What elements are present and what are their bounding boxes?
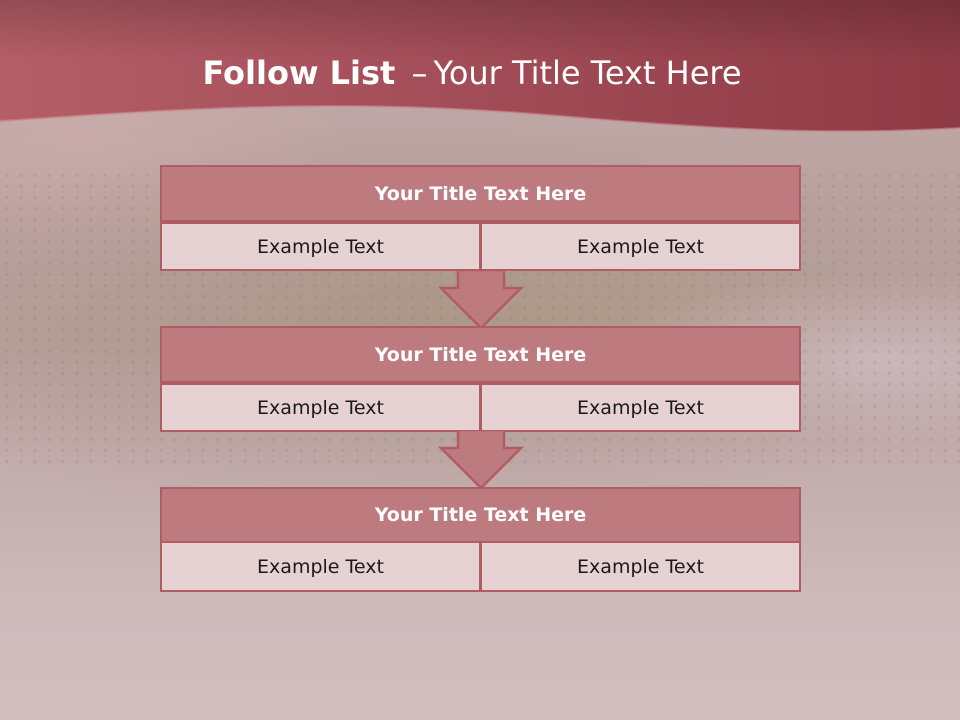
step-title[interactable]: Your Title Text Here bbox=[160, 326, 801, 383]
flow-step-1: Your Title Text Here Example Text Exampl… bbox=[160, 165, 801, 272]
step-cell-left[interactable]: Example Text bbox=[160, 541, 481, 592]
step-cell-left[interactable]: Example Text bbox=[160, 383, 481, 432]
slide-title-subtitle: Your Title Text Here bbox=[433, 54, 742, 92]
step-title[interactable]: Your Title Text Here bbox=[160, 487, 801, 543]
step-cell-right[interactable]: Example Text bbox=[480, 541, 801, 592]
step-title[interactable]: Your Title Text Here bbox=[160, 165, 801, 222]
step-cell-left[interactable]: Example Text bbox=[160, 222, 481, 271]
slide-title-main: Follow List bbox=[202, 54, 396, 92]
down-arrow-icon bbox=[437, 430, 525, 490]
step-cell-right[interactable]: Example Text bbox=[480, 222, 801, 271]
slide-title: Follow List –Your Title Text Here bbox=[0, 54, 944, 92]
title-banner bbox=[0, 0, 960, 133]
flow-step-2: Your Title Text Here Example Text Exampl… bbox=[160, 326, 801, 433]
slide-title-separator: – bbox=[411, 54, 428, 92]
flow-step-3: Your Title Text Here Example Text Exampl… bbox=[160, 487, 801, 592]
down-arrow-icon bbox=[437, 270, 525, 330]
step-cell-right[interactable]: Example Text bbox=[480, 383, 801, 432]
